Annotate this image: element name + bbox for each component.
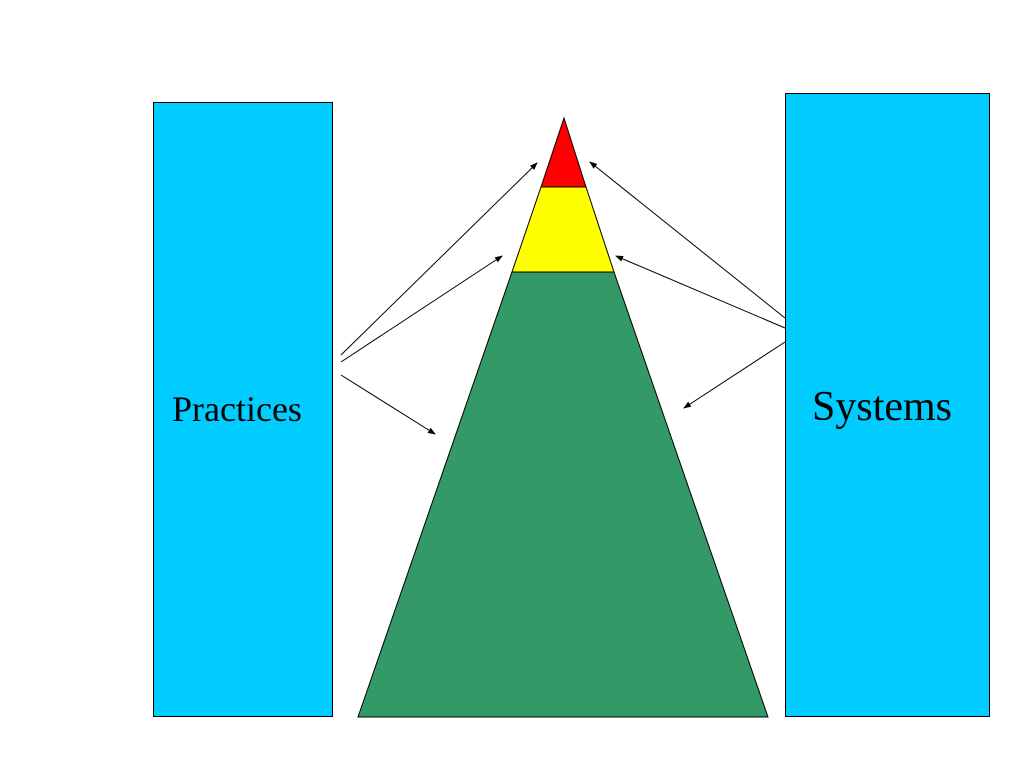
- pyramid-base-tier: [357, 271, 769, 718]
- pyramid-top-tier: [540, 116, 587, 188]
- practices-box: [153, 102, 333, 717]
- systems-box: [785, 93, 990, 717]
- arrow-practices-to-middle: [340, 255, 503, 363]
- arrow-practices-to-base: [340, 374, 436, 435]
- systems-label: Systems: [812, 384, 953, 430]
- practices-label: Practices: [172, 389, 302, 429]
- arrow-systems-to-middle: [615, 255, 786, 329]
- arrow-systems-to-top: [589, 161, 786, 319]
- arrow-systems-to-base: [683, 341, 786, 409]
- arrow-practices-to-top: [340, 162, 538, 356]
- pyramid-middle-tier: [511, 186, 615, 273]
